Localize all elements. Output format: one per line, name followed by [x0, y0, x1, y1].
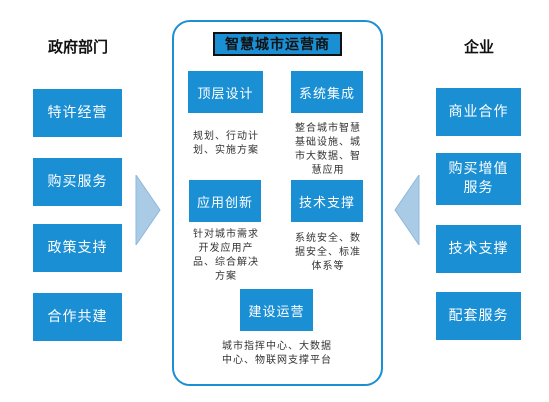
module-application-innovation: 应用创新	[189, 180, 261, 222]
module-system-integration-desc: 整合城市智慧基础设施、城 市大数据、智慧应用	[295, 123, 361, 176]
module-top-level-design-desc: 规划、行动计划、实施方案	[193, 131, 259, 156]
ent-item-business-cooperation: 商业合作	[436, 88, 521, 136]
ent-item-technical-support: 技术支撑	[436, 225, 521, 273]
gov-item-purchase-service: 购买服务	[33, 158, 122, 206]
enterprise-heading: 企业	[463, 38, 494, 56]
module-technical-support-desc: 系统安全、数据安全、标准 体系等	[295, 233, 361, 272]
government-heading: 政府部门	[47, 38, 108, 56]
module-technical-support: 技术支撑	[291, 180, 363, 222]
module-system-integration: 系统集成	[291, 71, 363, 113]
gov-item-franchise: 特许经营	[33, 89, 122, 137]
right-arrow-icon	[135, 175, 161, 245]
module-application-innovation-desc: 针对城市需求开发应用产 品、综合解决方案	[193, 229, 259, 282]
left-arrow-icon	[394, 175, 420, 245]
gov-item-policy-support: 政策支持	[33, 224, 122, 272]
ent-item-value-added-service: 购买增值服务	[436, 153, 521, 205]
operator-title: 智慧城市运营商	[213, 32, 342, 56]
gov-item-cooperation: 合作共建	[33, 293, 122, 341]
ent-item-supporting-service: 配套服务	[436, 292, 521, 340]
module-construction-operation: 建设运营	[240, 289, 313, 331]
module-top-level-design: 顶层设计	[188, 71, 263, 113]
module-construction-operation-desc: 城市指挥中心、大数据中心、物联网支撑平台	[222, 341, 332, 366]
